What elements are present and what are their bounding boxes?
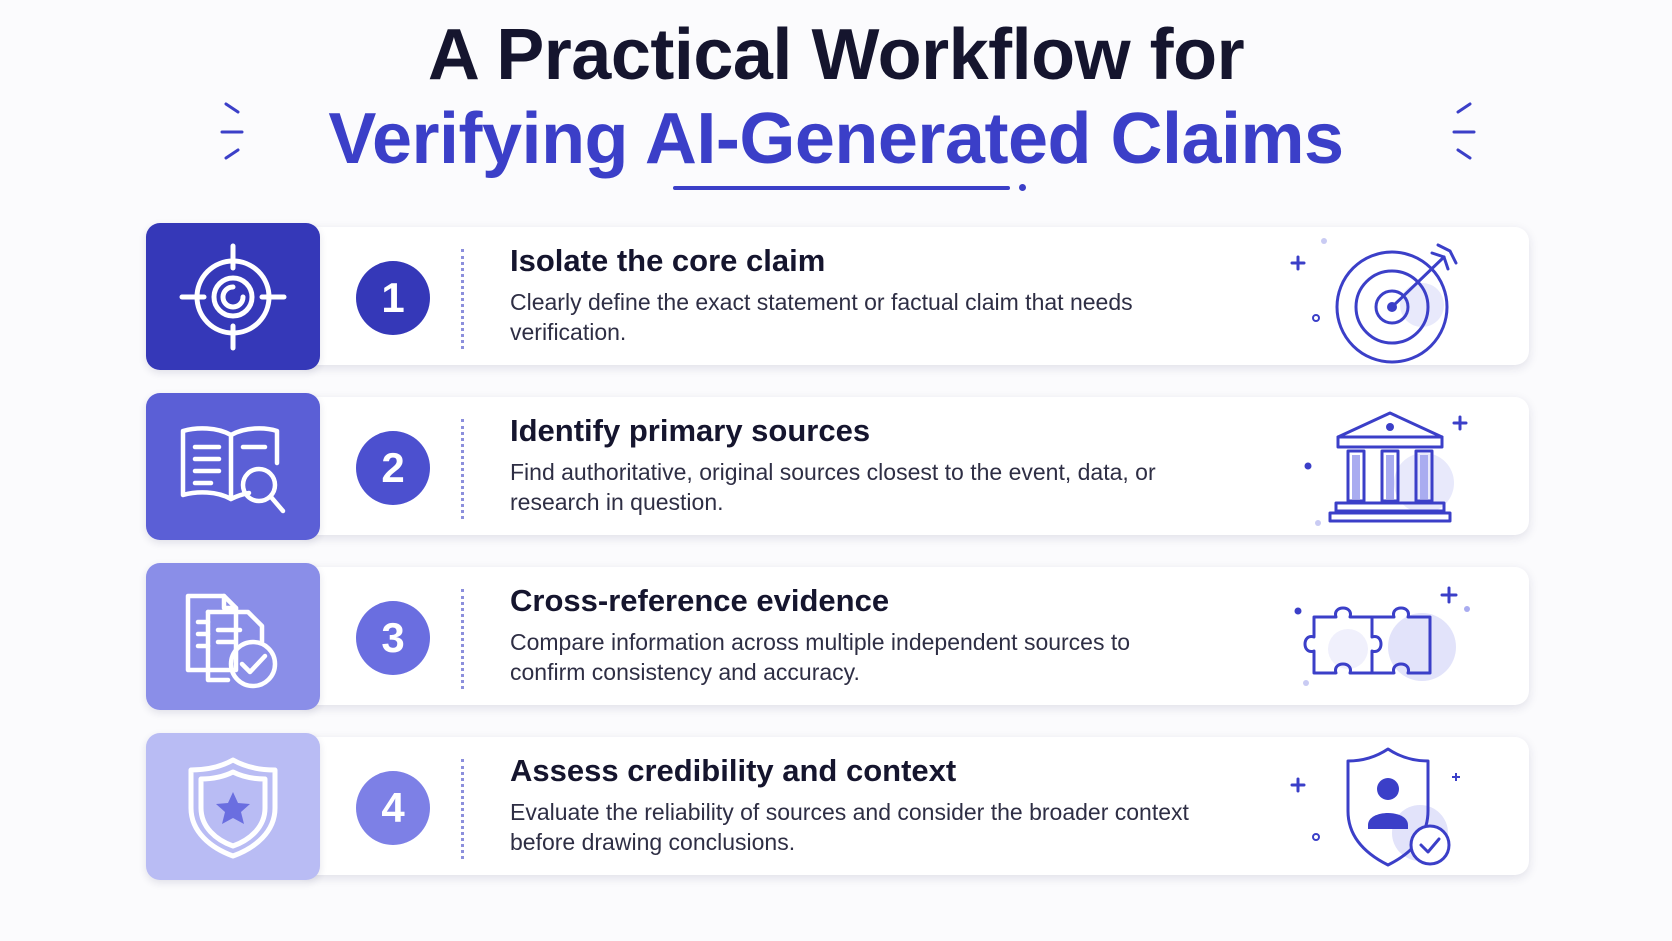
step-card [301, 567, 1529, 705]
step-4: 4 Assess credibility and context Evaluat… [146, 733, 1536, 880]
title-line-2: Verifying AI-Generated Claims [328, 99, 1344, 179]
step-3-tile [146, 563, 320, 710]
step-title: Cross-reference evidence [510, 583, 890, 618]
step-4-tile [146, 733, 320, 880]
step-card [301, 227, 1529, 365]
step-number-badge: 4 [356, 771, 430, 845]
book-magnifier-icon [180, 425, 286, 513]
title-underline [673, 186, 1010, 190]
step-title: Assess credibility and context [510, 753, 957, 788]
step-description: Clearly define the exact statement or fa… [510, 289, 1133, 345]
step-number-badge: 2 [356, 431, 430, 505]
step-description: Evaluate the reliability of sources and … [510, 799, 1189, 855]
step-card [301, 737, 1529, 875]
documents-check-icon [185, 593, 278, 688]
step-description: Find authoritative, original sources clo… [510, 459, 1156, 515]
dotted-divider [461, 249, 464, 349]
institution-building-icon [1304, 411, 1468, 526]
step-title: Isolate the core claim [510, 243, 826, 278]
step-1: 1 Isolate the core claim Clearly define … [146, 223, 1536, 370]
dotted-divider [461, 759, 464, 859]
right-burst-decoration [1452, 102, 1476, 160]
step-1-tile [146, 223, 320, 370]
step-card [301, 397, 1529, 535]
step-2-tile [146, 393, 320, 540]
shield-user-check-icon [1290, 747, 1460, 867]
shield-star-icon [188, 757, 278, 858]
left-burst-decoration [220, 102, 244, 160]
bullseye-arrow-icon [1290, 238, 1458, 364]
crosshair-target-icon [179, 243, 287, 350]
title-line-1: A Practical Workflow for [427, 15, 1245, 95]
puzzle-pieces-icon [1294, 586, 1470, 686]
dotted-divider [461, 589, 464, 689]
title-underline-dot [1019, 184, 1026, 191]
dotted-divider [461, 419, 464, 519]
step-description: Compare information across multiple inde… [510, 629, 1131, 685]
step-title: Identify primary sources [510, 413, 871, 448]
step-number-badge: 1 [356, 261, 430, 335]
step-number-badge: 3 [356, 601, 430, 675]
step-2: 2 Identify primary sources Find authorit… [146, 393, 1536, 540]
step-3: 3 Cross-reference evidence Compare infor… [146, 563, 1536, 710]
